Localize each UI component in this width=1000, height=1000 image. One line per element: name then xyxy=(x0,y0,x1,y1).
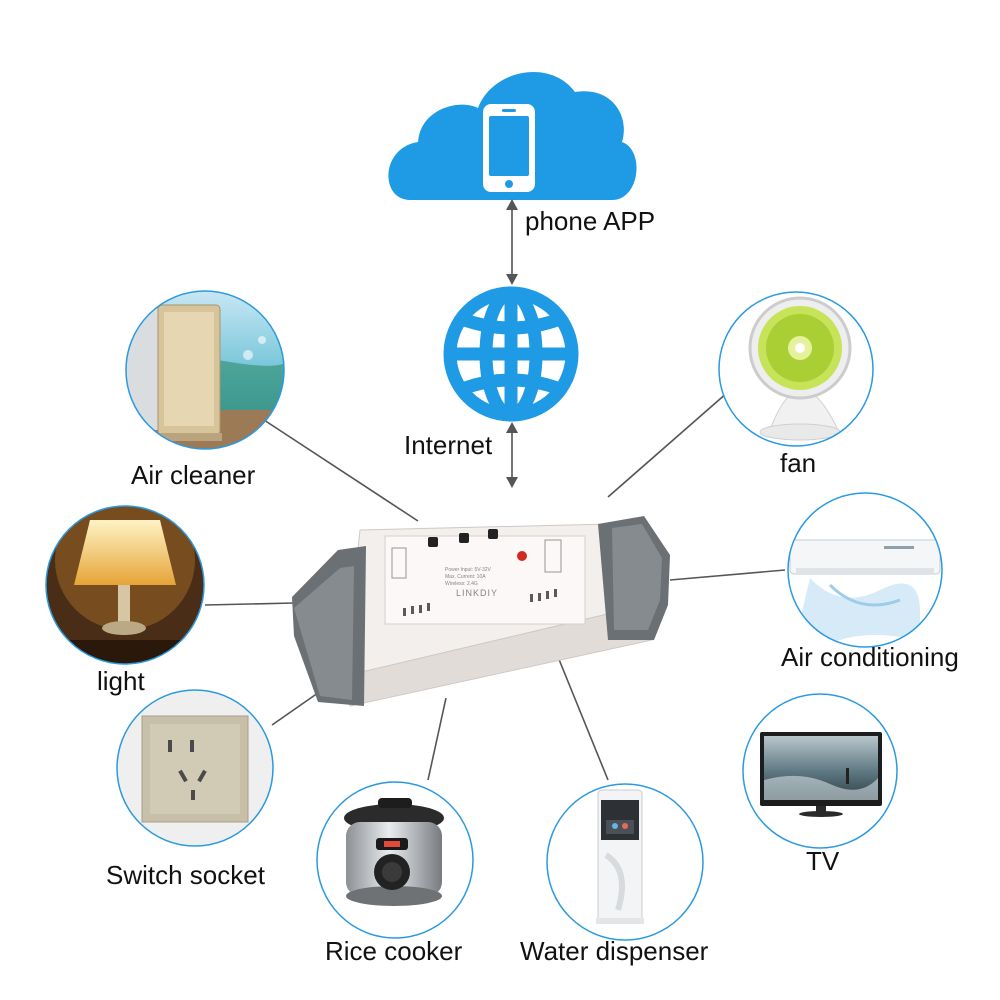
tv-icon xyxy=(760,732,882,817)
appliance-water-dispenser xyxy=(546,783,704,941)
switch-socket-label: Switch socket xyxy=(106,860,265,890)
connector-light xyxy=(204,602,295,606)
light-label: light xyxy=(97,666,145,696)
device-spec-line-3: Wireless: 2.4G xyxy=(445,581,478,587)
device-status-led xyxy=(517,551,527,561)
air-cleaner-label: Air cleaner xyxy=(131,460,256,490)
connector-air-conditioning xyxy=(669,569,786,581)
connector-rice-cooker xyxy=(427,697,447,781)
appliance-tv xyxy=(742,693,898,849)
fan-label: fan xyxy=(780,448,817,478)
device-brand: LINKDIY xyxy=(456,588,498,598)
wifi-switch-device: Power Input: 5V-32V Max. Current: 10A Wi… xyxy=(292,516,670,707)
phone-app-label: phone APP xyxy=(525,206,656,236)
globe-icon xyxy=(443,286,579,422)
appliance-light xyxy=(45,505,205,665)
device-label-plate xyxy=(384,535,586,625)
wall-socket-icon xyxy=(141,715,249,823)
appliance-air-cleaner xyxy=(125,290,285,450)
device-spec-line-2: Max. Current: 10A xyxy=(445,574,486,580)
internet-label: Internet xyxy=(404,430,493,460)
air-cleaner-icon xyxy=(156,304,222,441)
air-conditioning-label: Air conditioning xyxy=(781,642,959,672)
device-spec-line-1: Power Input: 5V-32V xyxy=(445,567,492,573)
appliance-fan xyxy=(718,291,874,447)
internet-device-arrow xyxy=(506,422,518,488)
fan-icon xyxy=(748,296,852,441)
connector-fan xyxy=(607,391,729,498)
air-conditioner-icon xyxy=(789,539,941,575)
rice-cooker-label: Rice cooker xyxy=(325,936,463,966)
connector-water-dispenser xyxy=(555,651,609,781)
appliance-air-conditioning xyxy=(787,492,943,648)
appliance-rice-cooker xyxy=(316,781,474,939)
appliance-switch-socket xyxy=(116,689,274,847)
tv-label: TV xyxy=(806,846,840,876)
device-left-cap xyxy=(292,546,366,706)
smartphone-icon xyxy=(483,104,535,192)
connector-lines xyxy=(204,391,786,781)
cloud-internet-arrow xyxy=(506,199,518,285)
water-dispenser-label: Water dispenser xyxy=(520,936,709,966)
lamp-icon xyxy=(74,520,176,635)
connector-air-cleaner xyxy=(263,419,419,522)
device-vents xyxy=(403,589,557,616)
device-right-cap xyxy=(598,516,670,640)
device-buttons xyxy=(428,529,498,547)
rice-cooker-icon xyxy=(344,798,444,906)
cloud-icon xyxy=(388,71,637,200)
water-dispenser-icon xyxy=(596,789,644,924)
